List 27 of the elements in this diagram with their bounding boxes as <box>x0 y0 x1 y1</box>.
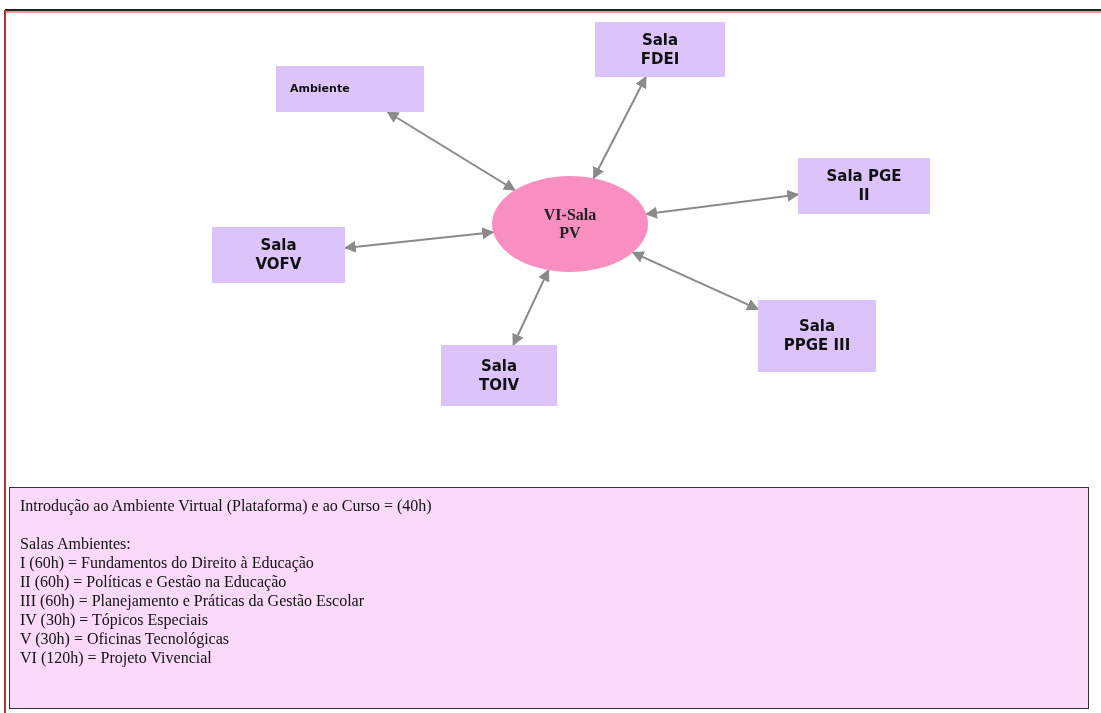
node-label: Ambiente <box>290 82 350 96</box>
note-line: III (60h) = Planejamento e Práticas da Gestão Escolar <box>20 591 364 610</box>
room-box <box>595 22 725 77</box>
room-box <box>276 66 424 112</box>
double-arrow <box>631 251 760 311</box>
note-line: VI (120h) = Projeto Vivencial <box>20 648 212 667</box>
note-line: II (60h) = Políticas e Gestão na Educação <box>20 572 287 591</box>
room-box <box>798 158 930 214</box>
note-line: I (60h) = Fundamentos do Direito à Educação <box>20 553 314 572</box>
room-box <box>212 227 345 283</box>
room-box <box>758 300 876 372</box>
double-arrow <box>592 75 647 180</box>
node-label: Sala PGE II <box>826 167 902 205</box>
note-line: Salas Ambientes: <box>20 534 131 553</box>
note-line: IV (30h) = Tópicos Especiais <box>20 610 208 629</box>
room-box <box>441 345 557 406</box>
node-label: Sala VOFV <box>254 236 303 274</box>
node-label: Sala TOIV <box>477 356 521 395</box>
legend-note-box <box>9 487 1089 709</box>
double-arrow <box>386 111 516 192</box>
note-line: Introdução ao Ambiente Virtual (Plataforma) e ao Curso = (40h) <box>20 496 432 515</box>
node-label: Sala FDEI <box>639 30 681 69</box>
double-arrow <box>645 189 800 219</box>
double-arrow <box>512 269 550 347</box>
node-label: VI-Sala PV <box>542 206 598 242</box>
note-line: V (30h) = Oficinas Tecnológicas <box>20 629 230 648</box>
node-label: Sala PPGE III <box>782 317 852 355</box>
